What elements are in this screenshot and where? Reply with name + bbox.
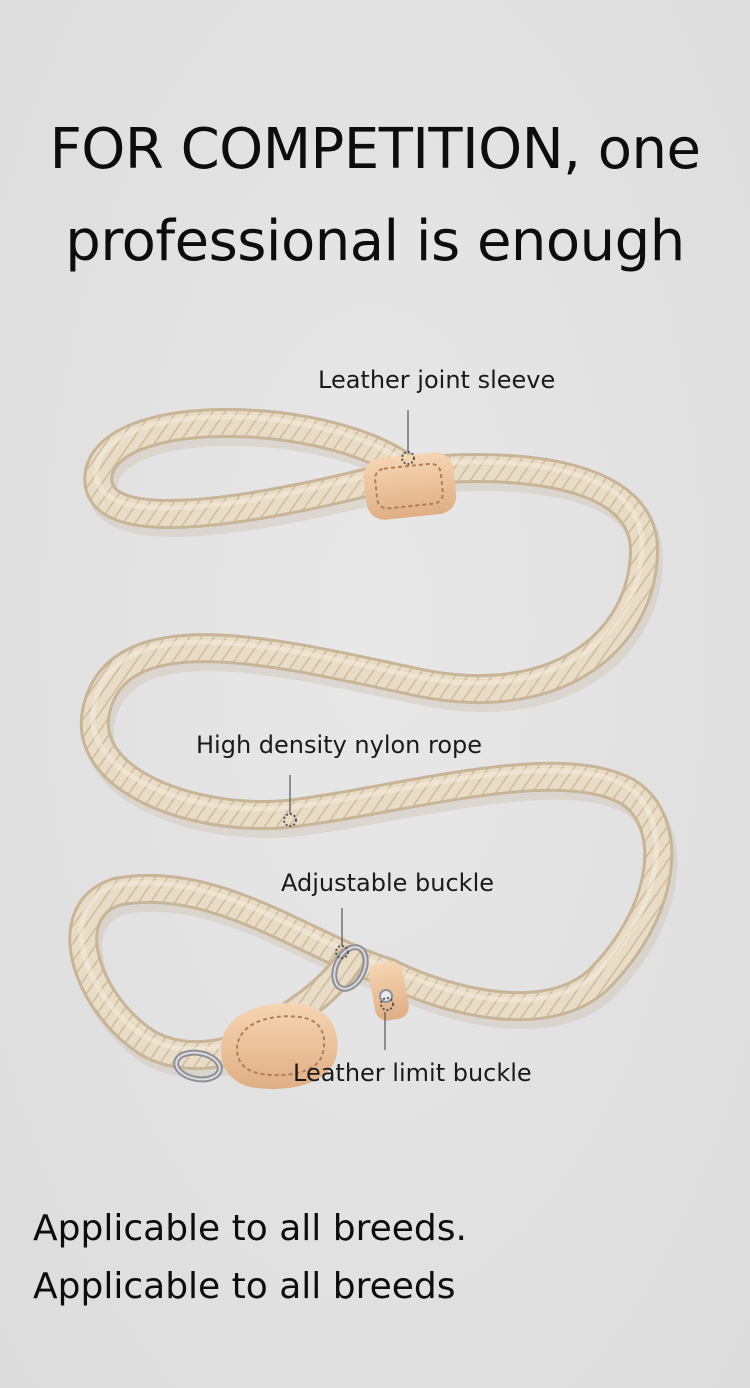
- footer-line-1: Applicable to all breeds.: [33, 1208, 467, 1249]
- leather-end-cap: [221, 1003, 338, 1089]
- adjustable-buckle: [331, 944, 369, 992]
- callout-leather-limit-buckle: Leather limit buckle: [293, 1059, 532, 1087]
- leather-joint-sleeve: [363, 452, 457, 520]
- headline: FOR COMPETITION, one professional is eno…: [0, 104, 750, 288]
- footer-text: Applicable to all breeds. Applicable to …: [33, 1200, 467, 1316]
- leather-limit-buckle: [369, 961, 409, 1021]
- headline-line-2: professional is enough: [65, 209, 685, 274]
- headline-line-1: FOR COMPETITION, one: [49, 117, 701, 182]
- callout-leaders: [283, 410, 415, 1050]
- callout-leather-joint-sleeve: Leather joint sleeve: [318, 366, 556, 394]
- callout-nylon-rope: High density nylon rope: [196, 731, 483, 759]
- nylon-rope: [68, 408, 674, 1070]
- callout-adjustable-buckle: Adjustable buckle: [281, 869, 494, 897]
- end-o-ring: [173, 1049, 223, 1083]
- footer-line-2: Applicable to all breeds: [33, 1266, 456, 1307]
